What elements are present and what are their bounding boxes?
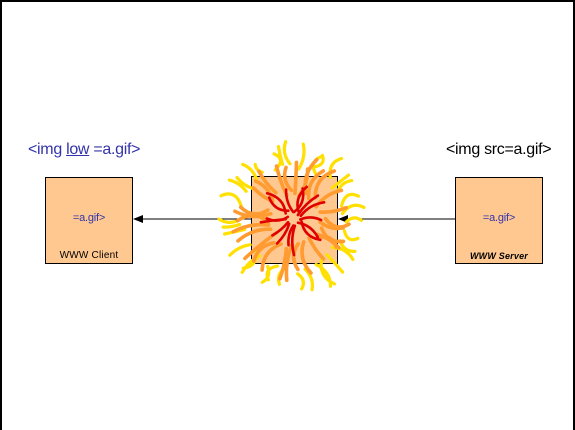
burst-curl-red — [299, 216, 323, 222]
client-node-caption: WWW Client — [59, 250, 119, 261]
burst-ray-orange — [282, 165, 294, 193]
burst-curl-red — [287, 224, 295, 247]
burst-curl-red — [296, 194, 320, 217]
burst-ray-orange — [236, 227, 273, 243]
burst-ray-yellow — [340, 203, 366, 216]
burst-curl-red — [299, 201, 326, 218]
burst-ray-orange — [291, 242, 300, 272]
burst-ray-yellow — [340, 192, 360, 208]
burst-ray-yellow — [219, 192, 243, 208]
burst-ray-orange — [300, 240, 313, 275]
burst-ray-orange — [238, 205, 270, 216]
burst-ray-yellow — [342, 229, 360, 242]
burst-ray-yellow — [296, 272, 306, 291]
burst-ray-yellow — [221, 222, 242, 229]
server-node-content: =a.gif> — [482, 212, 516, 224]
client-node: =a.gif> WWW Client — [45, 177, 133, 264]
client-tag-prefix: <img — [28, 141, 67, 158]
burst-ray-orange — [315, 234, 338, 249]
burst-curl-red — [296, 221, 320, 239]
burst-ray-yellow — [314, 263, 333, 288]
burst-ray-yellow — [344, 216, 363, 224]
burst-ray-orange — [307, 236, 326, 261]
client-node-content: =a.gif> — [72, 212, 106, 224]
server-tag-label: <img src=a.gif> — [446, 141, 552, 158]
burst-ray-yellow — [227, 178, 248, 193]
burst-ray-yellow — [325, 253, 345, 274]
burst-ray-orange — [233, 209, 273, 219]
burst-ray-orange — [306, 169, 326, 201]
burst-ray-yellow — [260, 264, 271, 284]
burst-curl-red — [271, 221, 290, 237]
burst-ray-yellow — [228, 243, 252, 257]
burst-ray-yellow — [330, 173, 351, 190]
burst-ray-yellow — [312, 153, 325, 169]
burst-ray-yellow — [282, 140, 292, 166]
burst-ray-orange — [313, 169, 337, 200]
burst-curl-red — [265, 215, 290, 222]
burst-ray-orange — [260, 242, 283, 272]
burst-curl-red — [284, 188, 295, 214]
burst-ray-orange — [253, 179, 275, 202]
burst-ray-orange — [284, 243, 294, 283]
client-tag-label: <img low =a.gif> — [28, 141, 140, 159]
server-node-caption: WWW Server — [469, 251, 528, 261]
burst-curl-red — [275, 222, 291, 245]
client-tag-suffix: =a.gif> — [89, 141, 141, 158]
client-tag-attr: low — [66, 141, 90, 158]
burst-curl-red — [267, 196, 290, 213]
burst-ray-orange — [278, 246, 289, 281]
burst-curl-red — [296, 185, 308, 214]
burst-ray-yellow — [297, 142, 306, 171]
burst-ray-orange — [231, 222, 271, 234]
burst-ray-orange — [323, 216, 351, 229]
burst-ray-orange — [252, 241, 276, 263]
burst-ray-orange — [257, 169, 278, 195]
burst-ray-yellow — [276, 145, 285, 166]
burst-ray-orange — [293, 160, 299, 196]
burst-ray-yellow — [303, 267, 315, 292]
burst-curl-red — [290, 224, 297, 257]
server-node: =a.gif> WWW Server — [455, 177, 543, 264]
burst-ray-orange — [318, 205, 348, 214]
burst-ray-yellow — [328, 156, 344, 179]
burst-ray-orange — [303, 157, 319, 196]
